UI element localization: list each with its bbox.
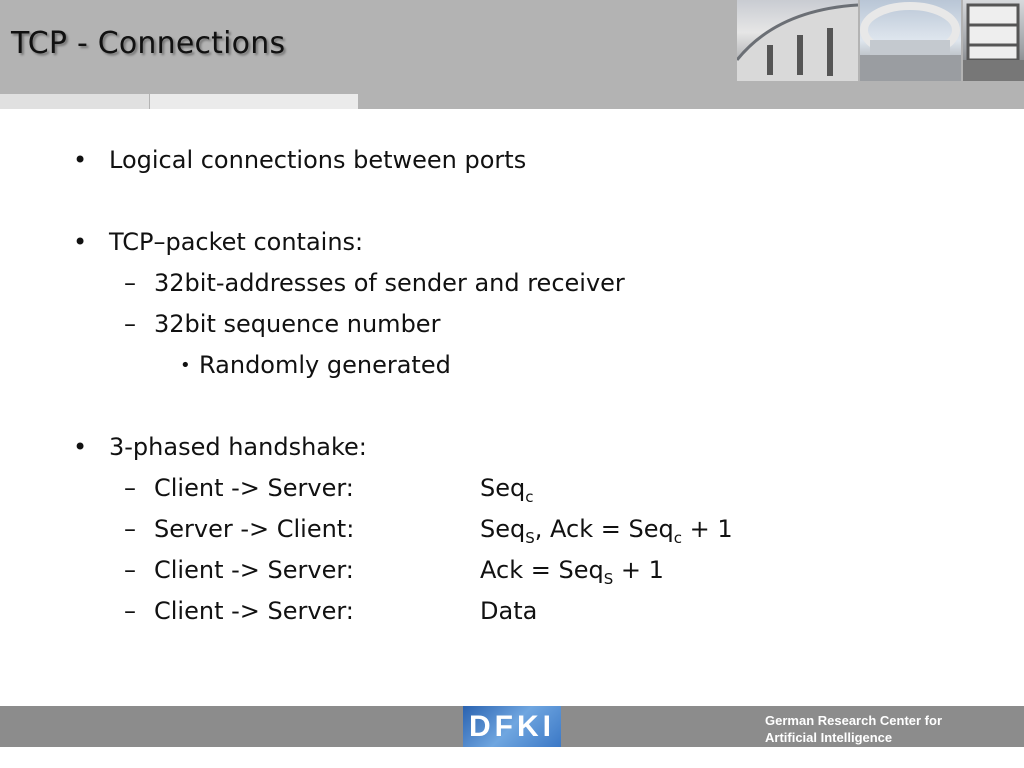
organization-line-2: Artificial Intelligence: [765, 730, 893, 745]
bullet-text: Logical connections between ports: [109, 146, 527, 174]
dash-marker: –: [124, 269, 136, 297]
handshake-direction: Client -> Server:: [154, 556, 354, 584]
header-strip-right: [150, 94, 358, 109]
bullet-text: 3-phased handshake:: [109, 433, 367, 461]
organization-name: German Research Center for Artificial In…: [765, 712, 1015, 746]
sub-item-text: 32bit-addresses of sender and receiver: [154, 269, 625, 297]
handshake-direction: Server -> Client:: [154, 515, 355, 543]
building-photo-1: [737, 0, 858, 81]
bullet-marker: •: [73, 228, 88, 256]
dfki-logo: DFKI: [463, 706, 561, 747]
sub-item-text: 32bit sequence number: [154, 310, 441, 338]
handshake-direction: Client -> Server:: [154, 474, 354, 502]
dash-marker: –: [124, 310, 136, 338]
building-photo-3: [963, 0, 1024, 81]
handshake-direction: Client -> Server:: [154, 597, 354, 625]
bullet-text: TCP–packet contains:: [109, 228, 364, 256]
bullet-marker: •: [73, 146, 88, 174]
building-photo-2: [860, 0, 961, 81]
organization-line-1: German Research Center for: [765, 713, 943, 728]
handshake-message: Data: [480, 597, 538, 625]
handshake-message: Seqc: [480, 474, 534, 506]
header-strip-left: [0, 94, 149, 109]
bullet-marker: •: [180, 355, 191, 376]
sub-sub-item-text: Randomly generated: [199, 351, 451, 379]
bullet-marker: •: [73, 433, 88, 461]
slide-title: TCP - Connections: [11, 26, 286, 61]
handshake-message: Ack = SeqS + 1: [480, 556, 664, 588]
header-bar: TCP - Connections: [0, 0, 1024, 109]
dash-marker: –: [124, 597, 136, 625]
dash-marker: –: [124, 474, 136, 502]
handshake-message: SeqS, Ack = Seqc + 1: [480, 515, 733, 547]
dash-marker: –: [124, 556, 136, 584]
header-photos: [737, 0, 1024, 81]
dash-marker: –: [124, 515, 136, 543]
